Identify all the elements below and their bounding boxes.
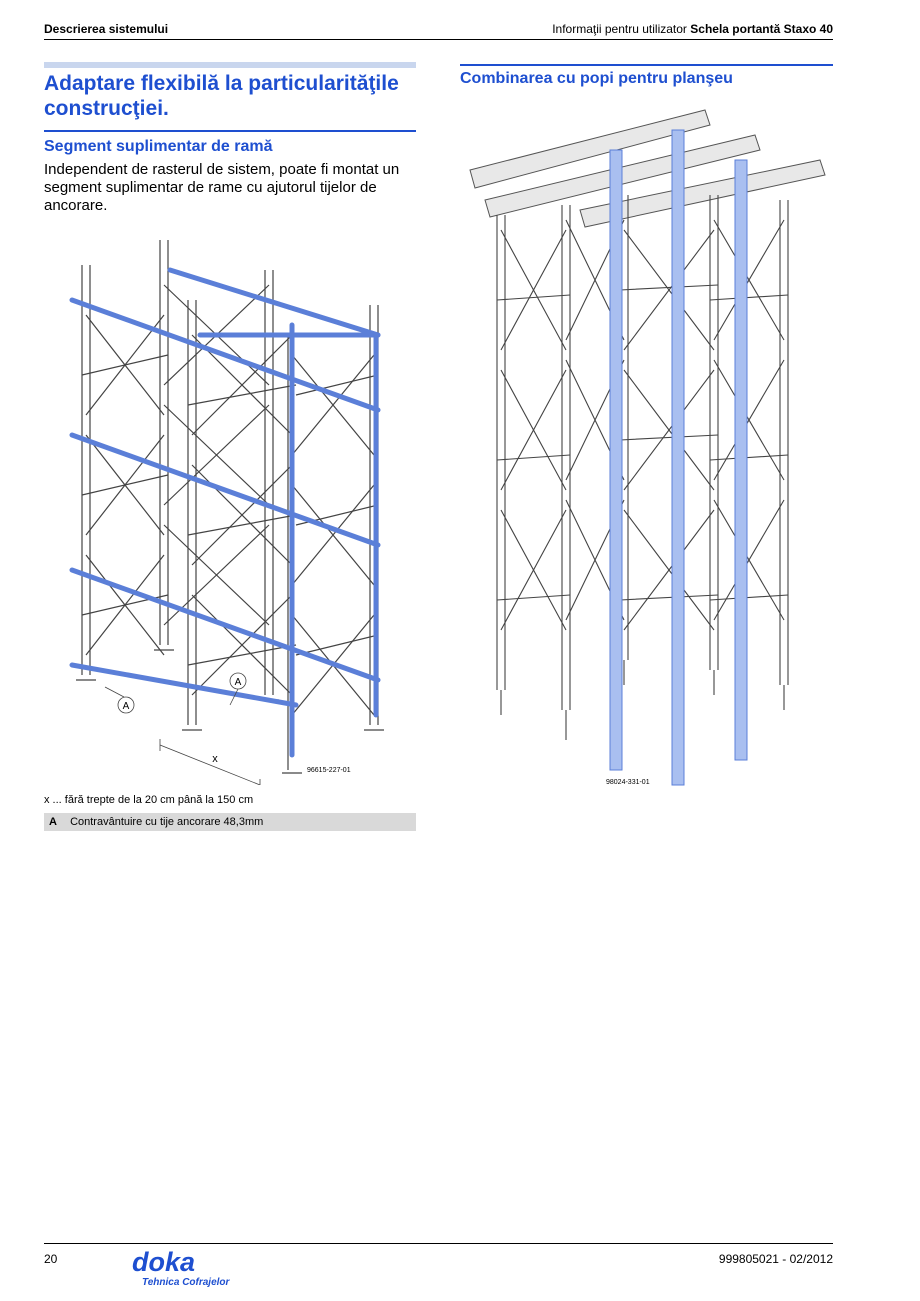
callout-a2-marker: A (229, 672, 247, 706)
footer-rule (44, 1243, 833, 1244)
figure-code-right: 98024-331-01 (606, 779, 650, 786)
frame-segment-figure: A A x (69, 240, 384, 785)
logo-word: doka (132, 1249, 195, 1277)
header-product: Schela portantă Staxo 40 (690, 22, 833, 36)
page-number: 20 (44, 1252, 58, 1266)
dimension-note: x ... fără trepte de la 20 cm până la 15… (44, 794, 254, 806)
document-number: 999805021 - 02/2012 (718, 1252, 833, 1266)
callout-a1: A (123, 701, 130, 712)
floor-props-figure (469, 109, 826, 786)
page-title: Adaptare flexibilă la particularităţile … (44, 72, 399, 120)
logo-tagline: Tehnica Cofrajelor (142, 1277, 231, 1288)
callout-a2: A (235, 677, 242, 688)
legend-key: A (49, 816, 57, 828)
doka-logo: doka Tehnica Cofrajelor (132, 1249, 231, 1288)
header-rule (44, 39, 833, 40)
top-beams (469, 109, 826, 228)
figure-code-left: 96615-227-01 (307, 767, 351, 774)
header-info-prefix: Informaţii pentru utilizator (552, 22, 687, 36)
dimension-label: x (212, 753, 218, 765)
tower-lines (496, 195, 789, 740)
legend-row: A Contravântuire cu tije ancorare 48,3mm (44, 813, 416, 831)
subtitle-rule-right (460, 64, 833, 66)
title-bar (44, 62, 416, 68)
callout-a1-marker: A (104, 686, 135, 714)
header-product-info: Informaţii pentru utilizator Schela port… (552, 22, 833, 36)
legend-text: Contravântuire cu tije ancorare 48,3mm (70, 816, 264, 828)
subtitle-left: Segment suplimentar de ramă (44, 138, 273, 155)
subtitle-right: Combinarea cu popi pentru planşeu (460, 70, 733, 87)
subtitle-rule-left (44, 130, 416, 132)
floor-props (609, 129, 748, 786)
dimension-x (159, 739, 261, 785)
header-section: Descrierea sistemului (44, 22, 169, 36)
intro-text: Independent de rasterul de sistem, poate… (44, 161, 400, 214)
bracing-tubes (69, 267, 381, 758)
